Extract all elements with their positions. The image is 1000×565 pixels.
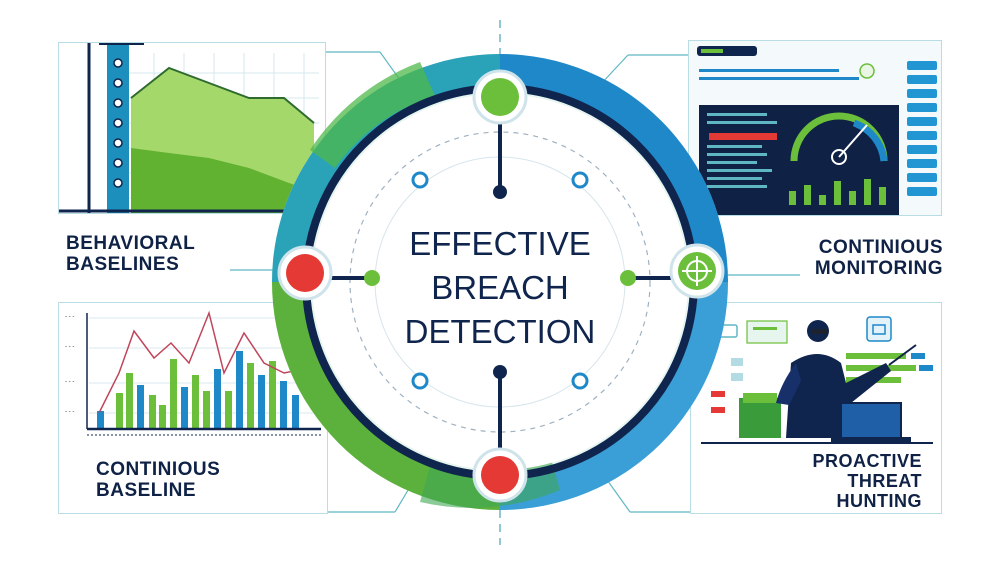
- dashboard-screen: [697, 46, 937, 215]
- svg-text:- - -: - - -: [65, 314, 74, 320]
- bar-line-chart: - - - - - - - - - - - -: [65, 310, 324, 436]
- svg-text:- - -: - - -: [65, 344, 74, 350]
- analyst-scene: [701, 316, 933, 444]
- behavioral-baselines-label: BEHAVIORAL BASELINES: [66, 233, 196, 275]
- proactive-threat-hunting-label: PROACTIVE THREAT HUNTING: [812, 451, 922, 511]
- target-icon: [669, 243, 725, 299]
- center-title-line1: EFFECTIVE: [409, 225, 591, 262]
- monitoring-dashboard-panel: [688, 40, 942, 216]
- analyst-figure: [776, 320, 917, 438]
- continious-monitoring-label: CONTINIOUS MONITORING: [814, 237, 943, 279]
- bottom-red-node: [472, 447, 528, 503]
- center-title: EFFECTIVE BREACH DETECTION: [380, 222, 620, 354]
- svg-text:- - -: - - -: [65, 379, 74, 385]
- continious-baseline-label: CONTINIOUS BASELINE: [96, 459, 221, 501]
- center-title-line3: DETECTION: [404, 313, 596, 350]
- top-green-node: [472, 69, 528, 125]
- area-line-chart: [59, 43, 325, 213]
- left-red-node: [277, 245, 333, 301]
- behavioral-baselines-chart-panel: [58, 42, 326, 214]
- center-title-line2: BREACH: [431, 269, 569, 306]
- threat-hunting-panel: [690, 302, 942, 514]
- laptop-icon: [831, 402, 911, 442]
- svg-text:- - -: - - -: [65, 409, 74, 415]
